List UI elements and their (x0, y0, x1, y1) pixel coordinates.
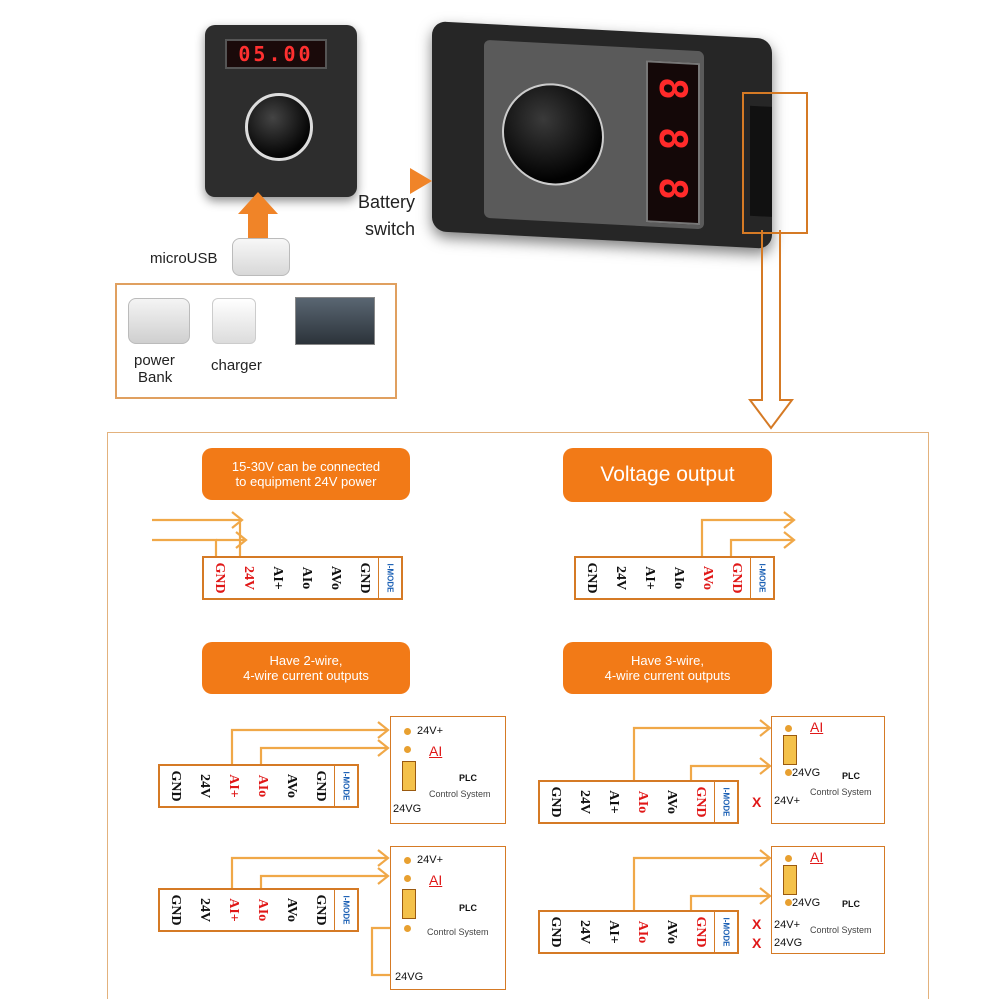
terminal-ai-plus: AI+ (605, 920, 621, 944)
terminal-24v: 24V (196, 897, 212, 923)
mode-label: I-MODE (714, 912, 737, 952)
terminal-ai-plus: AI+ (225, 898, 241, 922)
small-device-display: 05.00 (225, 39, 327, 69)
terminal-gnd-2: GND (356, 562, 372, 594)
terminal-highlight-box (742, 92, 808, 234)
charger-label: charger (211, 357, 262, 374)
terminal-gnd-2: GND (312, 894, 328, 926)
terminal-aio: AIo (254, 774, 270, 798)
terminal-strip-2wire-a: GND 24V AI+ AIo AVo GND I-MODE (158, 764, 359, 808)
charger-icon (212, 298, 256, 344)
microusb-plug-icon (232, 238, 290, 276)
terminal-24v: 24V (576, 919, 592, 945)
terminal-strip-3wire-a: GND 24V AI+ AIo AVo GND I-MODE (538, 780, 739, 824)
mode-label: I-MODE (750, 558, 773, 598)
battery-label-line1: Battery (358, 192, 416, 212)
x-mark-icon: X (752, 916, 762, 932)
power-bank-icon (128, 298, 190, 344)
signal-generator-front-photo: 05.00 (205, 25, 357, 197)
terminal-gnd: GND (167, 894, 183, 926)
up-arrow-stem (248, 212, 268, 240)
small-device-knob (245, 93, 313, 161)
terminal-aio: AIo (634, 790, 650, 814)
x-mark-icon: X (752, 794, 762, 810)
x-mark-icon: X (752, 935, 762, 951)
plc-box-2wire-b: 24V+ AI PLC Control System 24VG (390, 846, 506, 990)
terminal-gnd: GND (167, 770, 183, 802)
terminal-gnd: GND (547, 916, 563, 948)
resistor-icon (402, 761, 416, 791)
terminal-gnd-2: GND (312, 770, 328, 802)
terminal-avo: AVo (283, 897, 299, 923)
mode-label: I-MODE (334, 766, 357, 806)
terminal-strip-2wire-b: GND 24V AI+ AIo AVo GND I-MODE (158, 888, 359, 932)
resistor-icon (783, 865, 797, 895)
terminal-24v: 24V (576, 789, 592, 815)
terminal-strip-power: GND 24V AI+ AIo AVo GND I-MODE (202, 556, 403, 600)
voltage-output-badge: Voltage output (563, 448, 772, 502)
mode-label: I-MODE (378, 558, 401, 598)
plc-box-2wire-a: 24V+ AI PLC Control System 24VG (390, 716, 506, 824)
power-bank-label-line2: Bank (138, 369, 173, 386)
terminal-ai-plus: AI+ (605, 790, 621, 814)
mode-label: I-MODE (714, 782, 737, 822)
terminal-aio: AIo (634, 920, 650, 944)
wiring-diagram-panel (107, 432, 929, 999)
terminal-avo: AVo (283, 773, 299, 799)
terminal-ai-plus: AI+ (269, 566, 285, 590)
terminal-avo: AVo (663, 789, 679, 815)
terminal-aio: AIo (298, 566, 314, 590)
terminal-24v: 24V (196, 773, 212, 799)
plc-box-3wire-b: AI 24VG PLC Control System 24V+ 24VG (771, 846, 885, 954)
plc-box-3wire-a: AI 24VG PLC Control System 24V+ (771, 716, 885, 824)
up-arrow-icon (238, 192, 278, 214)
microusb-label: microUSB (150, 250, 218, 267)
terminal-gnd: GND (583, 562, 599, 594)
terminal-gnd: GND (547, 786, 563, 818)
laptop-icon (295, 297, 375, 345)
three-wire-badge: Have 3-wire, 4-wire current outputs (563, 642, 772, 694)
terminal-24v: 24V (612, 565, 628, 591)
resistor-icon (783, 735, 797, 765)
resistor-icon (402, 889, 416, 919)
terminal-avo: AVo (699, 565, 715, 591)
terminal-24v: 24V (240, 565, 256, 591)
terminal-strip-voltage: GND 24V AI+ AIo AVo GND I-MODE (574, 556, 775, 600)
terminal-aio: AIo (254, 898, 270, 922)
power-connection-badge: 15-30V can be connected to equipment 24V… (202, 448, 410, 500)
terminal-gnd-2: GND (692, 786, 708, 818)
power-bank-label-line1: power (134, 352, 175, 369)
terminal-strip-3wire-b: GND 24V AI+ AIo AVo GND I-MODE (538, 910, 739, 954)
battery-label-line2: switch (365, 219, 416, 239)
terminal-aio: AIo (670, 566, 686, 590)
mode-label: I-MODE (334, 890, 357, 930)
terminal-gnd-2: GND (692, 916, 708, 948)
terminal-gnd-2: GND (728, 562, 744, 594)
terminal-avo: AVo (663, 919, 679, 945)
battery-switch-arrow-icon (410, 168, 432, 194)
terminal-ai-plus: AI+ (641, 566, 657, 590)
terminal-gnd: GND (211, 562, 227, 594)
two-wire-badge: Have 2-wire, 4-wire current outputs (202, 642, 410, 694)
terminal-ai-plus: AI+ (225, 774, 241, 798)
terminal-avo: AVo (327, 565, 343, 591)
